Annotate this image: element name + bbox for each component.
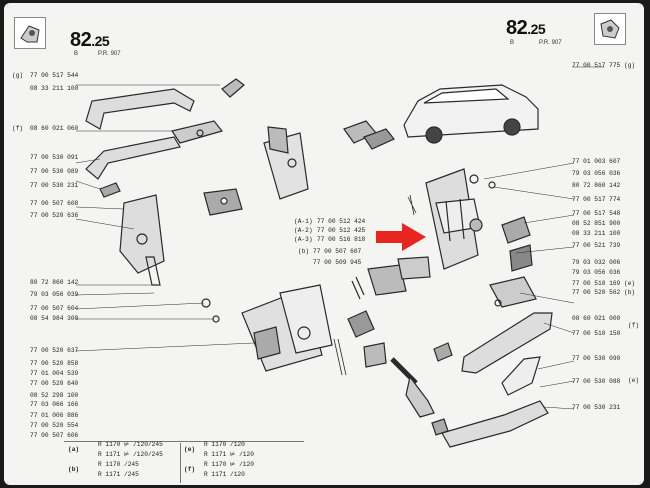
label-tag-g: (g)	[12, 72, 24, 79]
part-number: 77 00 530 231	[572, 404, 621, 411]
part-number: 77 00 509 945	[313, 259, 362, 266]
part-number: 08 52 298 100	[30, 392, 79, 399]
page-number-right: 82.25	[506, 17, 546, 39]
part-number: 77 00 517 774	[572, 196, 621, 203]
legend-line: R 1170 ⊭ /120	[204, 461, 254, 468]
section-left: B	[74, 51, 79, 57]
legend-key: (a)	[68, 446, 80, 453]
part-number: 77 00 512 425	[317, 227, 366, 234]
part-number: 77 00 517 544	[30, 72, 79, 79]
part-number: 08 60 021 000	[572, 315, 621, 322]
red-arrow-icon	[376, 223, 426, 251]
part-number: 77 00 520 562 (b)	[572, 289, 636, 296]
part-number: 77 01 004 539	[30, 370, 79, 377]
part-number: 77 00 530 090	[572, 355, 621, 362]
legend-separator	[180, 443, 181, 483]
variant-tag: (A-1)	[294, 218, 313, 225]
part-number: 08 33 211 100	[572, 230, 621, 237]
part-number: 77 00 517 548	[572, 210, 621, 217]
part-number: 79 03 032 006	[572, 259, 621, 266]
part-number: 77 00 530 088	[572, 378, 621, 385]
part-number: 77 00 530 091	[30, 154, 79, 161]
part-number: 08 60 021 060	[30, 125, 79, 132]
legend-line: R 1170 /245	[98, 461, 139, 468]
part-number: 77 00 520 637	[30, 347, 79, 354]
part-number: 77 00 507 606	[30, 432, 79, 439]
legend-line: R 1170 ⊭ /120/245	[98, 441, 163, 448]
part-number: 77 00 520 640	[30, 380, 79, 387]
part-number: 80 72 860 142	[572, 182, 621, 189]
group-tag-e: (e)	[628, 377, 640, 384]
part-number: 77 00 530 231	[30, 182, 79, 189]
part-number: 77 00 507 604	[30, 305, 79, 312]
legend-key: (e)	[184, 446, 196, 453]
part-number: 77 00 521 739	[572, 242, 621, 249]
part-number: 79 03 056 036	[572, 170, 621, 177]
lock-thumbnail-icon	[594, 13, 626, 45]
exploded-view-drawing	[75, 66, 604, 448]
part-number: 77 00 516 818	[317, 236, 366, 243]
group-tag-f: (f)	[628, 322, 640, 329]
legend-line: R 1171 ⊭ /120/245	[98, 451, 163, 458]
ref-left: P.R. 907	[98, 51, 121, 57]
part-number: 77 00 510 169 (e)	[572, 280, 636, 287]
part-number: 08 33 211 100	[30, 85, 79, 92]
part-number: 77 00 517 775 (g)	[572, 62, 636, 69]
part-number: 80 72 860 142	[30, 279, 79, 286]
part-number: 77 00 520 554	[30, 422, 79, 429]
part-number: 08 52 851 900	[572, 220, 621, 227]
variant-tag: (A-3)	[294, 236, 313, 243]
part-number: 77 00 520 858	[30, 360, 79, 367]
legend-key: (f)	[184, 466, 196, 473]
part-number: 08 54 984 300	[30, 315, 79, 322]
legend-divider	[64, 441, 304, 442]
page-number-left: 82.25	[70, 29, 110, 51]
legend-line: R 1171 ⊭ /120	[204, 451, 254, 458]
legend-line: R 1170 /120	[204, 441, 245, 448]
catalog-page: 82.25 B P.R. 907 82.25 B P.R. 907	[4, 3, 644, 485]
section-right: B	[510, 40, 515, 46]
variant-tag: (b)	[298, 248, 310, 255]
legend-line: R 1171 /245	[98, 471, 139, 478]
part-number: 77 00 507 608	[30, 200, 79, 207]
part-number: 79 03 056 039	[30, 291, 79, 298]
legend-line: R 1171 /120	[204, 471, 245, 478]
part-number: 77 00 530 089	[30, 168, 79, 175]
legend-key: (b)	[68, 466, 80, 473]
part-number: 77 00 507 607	[313, 248, 362, 255]
part-number: 77 00 520 636	[30, 212, 79, 219]
ref-right: P.R. 907	[539, 40, 562, 46]
part-number: 77 01 006 886	[30, 412, 79, 419]
part-number: 77 00 510 150	[572, 330, 621, 337]
part-number: 79 03 056 036	[572, 269, 621, 276]
part-number: 77 03 066 166	[30, 401, 79, 408]
variant-tag: (A-2)	[294, 227, 313, 234]
part-number: 77 00 512 424	[317, 218, 366, 225]
label-tag-f: (f)	[12, 125, 24, 132]
lock-thumbnail-icon	[14, 17, 46, 49]
part-number: 77 01 003 607	[572, 158, 621, 165]
